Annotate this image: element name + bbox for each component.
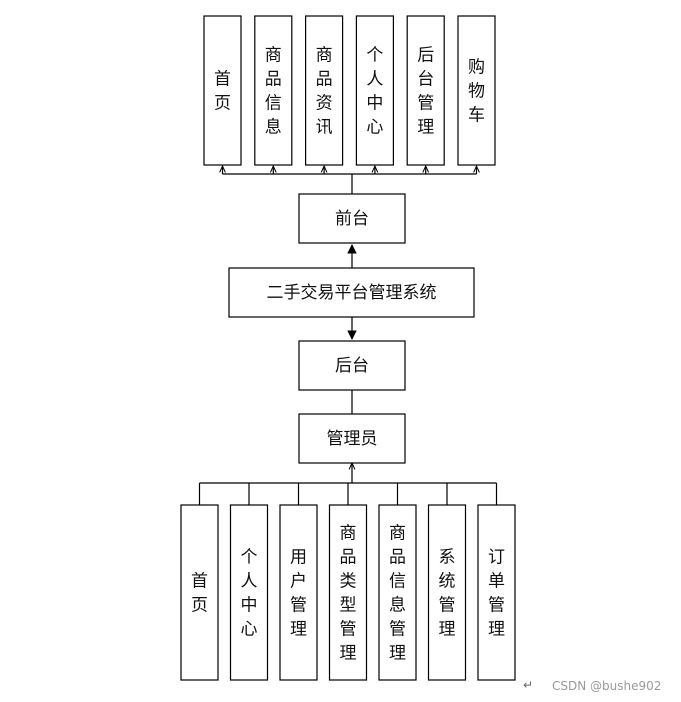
backend-module-label: 个人中心 [241,548,258,640]
frontend-module-4: 个人中心 [355,15,394,166]
connector-lines [198,166,498,505]
frontend-module-label: 个人中心 [366,46,383,138]
root-node-label: 二手交易平台管理系统 [267,283,437,303]
frontend-node: 前台 [298,193,406,244]
backend-module-label: 订单管理 [488,548,505,640]
backend-module-label: 商品信息管理 [389,524,406,664]
backend-module-list: 首页 个人中心 用户管理 商品类型管理 商品信息管理 系统管理 订单管理 [180,504,516,681]
frontend-module-1: 首页 [203,15,242,166]
backend-module-label: 首页 [191,572,208,616]
admin-role-node-label: 管理员 [327,429,378,449]
backend-module-label: 用户管理 [290,548,307,640]
watermark: CSDN @bushe902 [552,679,662,693]
backend-module-6: 系统管理 [427,504,467,681]
frontend-module-label: 商品信息 [265,46,282,138]
root-node: 二手交易平台管理系统 [228,267,475,318]
frontend-module-label: 购物车 [468,58,485,126]
frontend-module-label: 首页 [214,70,231,114]
backend-node-label: 后台 [335,356,369,376]
backend-module-5: 商品信息管理 [378,504,417,681]
frontend-module-3: 商品资讯 [305,15,344,166]
backend-module-1: 首页 [180,504,219,681]
frontend-module-label: 后台管理 [417,46,434,138]
backend-module-7: 订单管理 [477,504,516,681]
frontend-node-label: 前台 [335,209,369,229]
backend-node: 后台 [298,340,406,391]
backend-module-label: 商品类型管理 [340,524,357,664]
frontend-module-5: 后台管理 [406,15,445,166]
backend-module-2: 个人中心 [229,504,269,681]
frontend-module-6: 购物车 [457,15,496,166]
frontend-module-label: 商品资讯 [316,46,333,138]
backend-module-3: 用户管理 [279,504,318,681]
backend-module-4: 商品类型管理 [328,504,368,681]
frontend-module-list: 首页 商品信息 商品资讯 个人中心 后台管理 购物车 [203,15,496,166]
paragraph-return-mark: ↵ [523,678,534,692]
admin-role-node: 管理员 [298,413,406,464]
backend-module-label: 系统管理 [439,548,456,640]
frontend-module-2: 商品信息 [254,15,293,166]
